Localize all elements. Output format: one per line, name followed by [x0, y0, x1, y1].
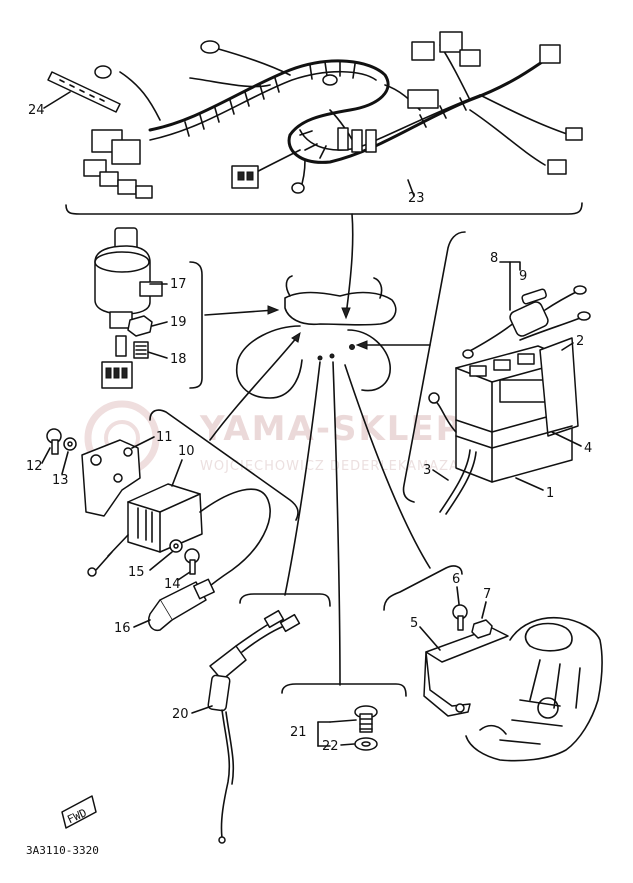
leader-bracket-group	[344, 364, 431, 569]
part-code: 3A3110-3320	[26, 844, 99, 857]
ignition-group-bracket	[149, 409, 299, 521]
harness-group-bracket	[65, 202, 583, 215]
callout-22: 22	[322, 739, 339, 754]
battery-group-bracket	[402, 231, 466, 503]
callout-8: 8	[490, 251, 498, 266]
bolt-part-6	[452, 604, 468, 631]
callout-1: 1	[546, 486, 554, 501]
callout-10: 10	[178, 444, 195, 459]
bracket-group-bracket	[383, 565, 463, 611]
plug-group-bracket	[239, 593, 331, 607]
callout-15: 15	[128, 565, 145, 580]
callout-14: 14	[164, 577, 181, 592]
callout-13: 13	[52, 473, 69, 488]
callout-20: 20	[172, 707, 189, 722]
plug-cord-part-20	[207, 609, 301, 844]
plug-cap-part-16	[148, 578, 215, 632]
callout-17: 17	[170, 277, 187, 292]
callout-11: 11	[156, 430, 173, 445]
bolt-part-12	[46, 428, 62, 455]
leader-ignition-group	[209, 335, 299, 441]
high-tension-cord	[199, 488, 271, 591]
screw-part-18	[133, 341, 149, 359]
watermark-text: YAMA-SKLEP	[199, 409, 463, 449]
wire-harness	[83, 31, 583, 199]
callout-4: 4	[584, 441, 592, 456]
callout-24: 24	[28, 103, 45, 118]
bolt-group-bracket	[281, 683, 407, 697]
callout-16: 16	[114, 621, 131, 636]
callout-5: 5	[410, 616, 418, 631]
leader-plug-group	[284, 361, 321, 596]
washer-part-15	[169, 539, 183, 553]
switch-connector	[101, 335, 133, 389]
motorcycle-outline	[235, 275, 397, 399]
fuse-assembly-part-8	[462, 285, 591, 359]
cable-band-part-24	[43, 71, 121, 113]
ignition-coil-part-10	[127, 483, 203, 553]
fwd-indicator: FWD	[61, 795, 97, 829]
main-switch-part-17	[94, 227, 163, 329]
watermark: YAMA-SKLEP WOJCIECHOWICZ DEDERLEKAMAZA	[84, 400, 463, 476]
watermark-subtext: WOJCIECHOWICZ DEDERLEKAMAZA	[200, 459, 459, 474]
leader-switch-group	[204, 309, 276, 316]
washer-part-22	[354, 737, 378, 751]
callout-9: 9	[519, 269, 527, 284]
washer-part-13	[63, 437, 77, 451]
callout-18: 18	[170, 352, 187, 367]
switch-group-bracket	[189, 261, 203, 389]
bracket-part-5	[423, 627, 509, 717]
fuse-part-9	[521, 288, 547, 305]
engine-outline	[465, 616, 603, 762]
callout-19: 19	[170, 315, 187, 330]
bolt-part-14	[184, 548, 200, 575]
callout-21: 21	[290, 725, 307, 740]
coil-bracket-part-11	[81, 439, 141, 517]
battery-cover-part-2	[539, 337, 579, 437]
battery-band-part-4	[455, 425, 573, 449]
callout-6: 6	[452, 572, 460, 587]
leader-bolt-group	[332, 361, 341, 686]
callout-12: 12	[26, 459, 43, 474]
callout-7: 7	[483, 587, 491, 602]
callouts: 1 2 3 4 5 6 7 8 9 10 11 12 13 14 15 16 1…	[26, 103, 592, 754]
callout-3: 3	[423, 463, 431, 478]
leader-harness	[345, 213, 354, 316]
nut-part-7	[471, 619, 493, 639]
callout-2: 2	[576, 334, 584, 349]
nut-part-19	[127, 315, 153, 337]
bolt-part-21	[354, 705, 378, 733]
callout-23: 23	[408, 191, 425, 206]
breather-pipe-part-3	[428, 392, 477, 515]
